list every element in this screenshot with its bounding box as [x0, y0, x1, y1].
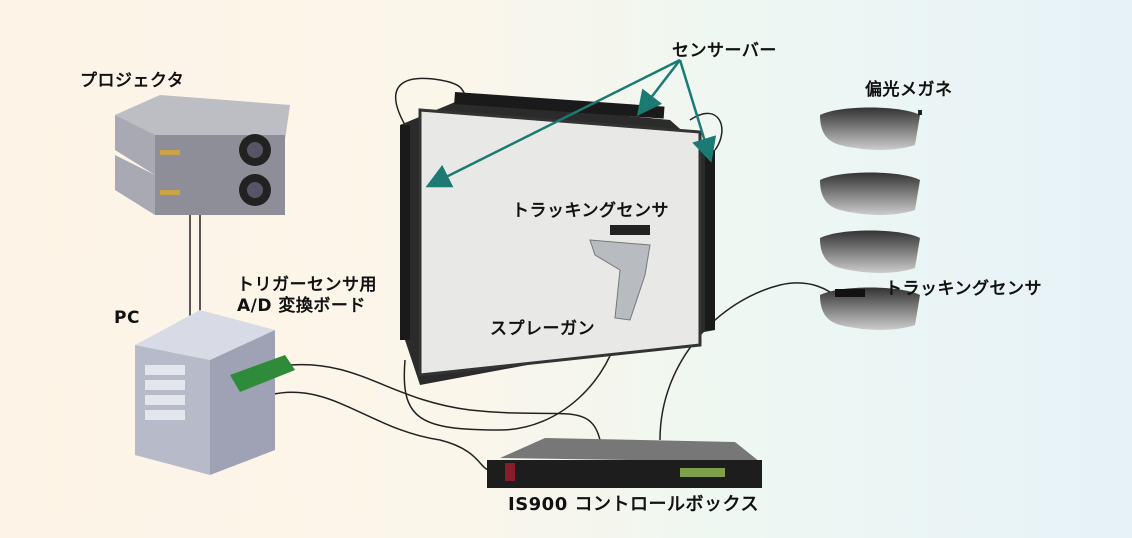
polarized-glasses-images [820, 107, 922, 330]
pc-image [135, 310, 295, 475]
projector-image [115, 95, 290, 215]
cables [189, 77, 841, 471]
trigger-board-label-line1: トリガーセンサ用 [237, 275, 377, 295]
pc-label: PC [114, 308, 140, 328]
sensor-bar-arrows [425, 58, 717, 188]
is900-control-box-image [487, 438, 762, 488]
tracking-sensor-glasses-label: トラッキングセンサ [885, 279, 1042, 299]
display-screen-image [400, 92, 715, 385]
trigger-board-label-line2: A/D 変換ボード [237, 296, 366, 316]
polarized-glasses-label: 偏光メガネ [865, 80, 953, 100]
sensor-bar-label: センサーバー [672, 41, 777, 61]
tracking-sensor-gun-label: トラッキングセンサ [512, 201, 669, 221]
spray-gun-image [589, 225, 651, 321]
spray-gun-label: スプレーガン [490, 319, 595, 339]
control-box-label: IS900 コントロールボックス [508, 494, 759, 515]
projector-label: プロジェクタ [80, 71, 185, 91]
